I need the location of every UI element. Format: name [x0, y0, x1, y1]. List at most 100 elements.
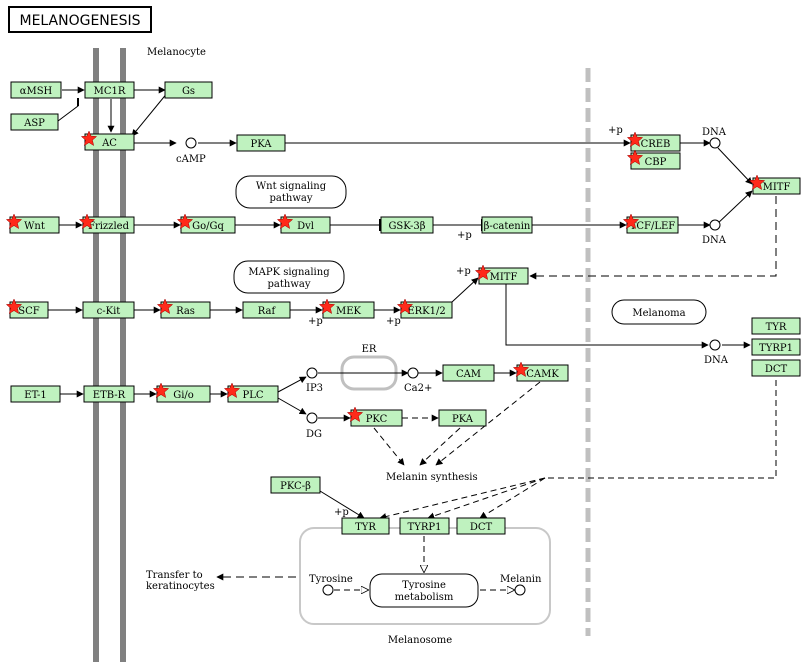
star-icon — [346, 406, 364, 423]
gene-mek[interactable]: MEK — [318, 298, 375, 319]
gene-ckit[interactable]: c-Kit — [82, 301, 135, 319]
gene-gs[interactable]: Gs — [164, 81, 213, 99]
gene-creb[interactable]: CREB — [626, 131, 681, 152]
gene-plc[interactable]: PLC — [223, 382, 279, 403]
gene-erk[interactable]: ERK1/2 — [396, 298, 453, 319]
gene-cbp[interactable]: CBP — [626, 149, 681, 170]
camp-node — [185, 137, 197, 149]
er-label: ER — [362, 344, 377, 355]
gene-mitf[interactable]: MITF — [748, 174, 801, 195]
gene-label-ckit: c-Kit — [97, 306, 121, 317]
svg-text:MELANOGENESIS: MELANOGENESIS — [19, 13, 140, 29]
gene-label-gsk: GSK-3β — [388, 221, 425, 232]
compounds — [185, 137, 721, 596]
gene-label-tyr: TYR — [355, 522, 376, 533]
gene-label-mitf2: MITF — [490, 272, 518, 283]
edges — [48, 86, 777, 590]
gene-label-cam: CAM — [456, 369, 481, 380]
gene-gio[interactable]: Gi/o — [152, 382, 211, 403]
gene-label-tyrp1_r: TYRP1 — [759, 343, 793, 354]
gene-camk[interactable]: CAMK — [512, 361, 569, 382]
gene-label-scf: SCF — [18, 306, 40, 317]
gene-pka2[interactable]: PKA — [438, 409, 487, 427]
gene-label-asp: ASP — [23, 118, 45, 129]
gene-raf[interactable]: Raf — [242, 301, 291, 319]
wnt-signaling-pathway-link[interactable]: Wnt signaling pathway — [235, 175, 347, 209]
diagram-title: MELANOGENESIS — [8, 6, 152, 33]
gene-label-et1: ET-1 — [24, 390, 46, 401]
gene-et1[interactable]: ET-1 — [10, 385, 61, 403]
gene-wnt[interactable]: Wnt — [5, 213, 60, 234]
gene-tyrp1_r[interactable]: TYRP1 — [751, 338, 801, 356]
melanin-label: Melanin — [500, 574, 542, 585]
star-icon — [626, 131, 644, 148]
ca-node — [407, 367, 419, 379]
compound-labels: cAMP DNA DNA DNA IP3 Ca2+ DG Tyrosine Me… — [146, 125, 729, 592]
tyrosine-metabolism-pathway-link[interactable]: Tyrosine metabolism — [369, 573, 479, 608]
gene-label-dvl: Dvl — [297, 221, 314, 232]
star-icon — [5, 298, 23, 315]
star-icon — [276, 213, 294, 230]
star-icon — [152, 382, 170, 399]
gene-label-erk: ERK1/2 — [407, 306, 445, 317]
gene-label-plc: PLC — [242, 390, 263, 401]
gene-bcat[interactable]: β-catenin — [481, 216, 533, 234]
gene-label-etbr: ETB-R — [93, 390, 126, 401]
gene-ac[interactable]: AC — [80, 130, 135, 151]
gene-label-gs: Gs — [182, 86, 195, 97]
gene-frizzled[interactable]: Frizzled — [78, 213, 135, 234]
svg-text:Wnt signaling: Wnt signaling — [256, 181, 327, 192]
svg-text:metabolism: metabolism — [395, 592, 454, 603]
gene-label-tyrp1: TYRP1 — [408, 522, 442, 533]
melanin-node — [514, 584, 526, 596]
transfer-label-2: keratinocytes — [146, 581, 215, 592]
gene-label-dct_r: DCT — [765, 364, 788, 375]
gene-scf[interactable]: SCF — [5, 298, 49, 319]
svg-text:pathway: pathway — [268, 279, 311, 290]
gene-label-ras: Ras — [176, 306, 195, 317]
camp-label: cAMP — [176, 154, 206, 165]
melanocyte-label: Melanocyte — [147, 47, 206, 58]
gene-label-dct: DCT — [470, 522, 493, 533]
gene-ras[interactable]: Ras — [156, 298, 211, 319]
gene-label-mek: MEK — [336, 306, 362, 317]
gene-amsh[interactable]: αMSH — [10, 81, 62, 99]
gene-label-cbp: CBP — [645, 157, 667, 168]
gene-tyrp1[interactable]: TYRP1 — [399, 517, 450, 535]
plus-p-creb: +p — [608, 125, 623, 136]
gene-pkc[interactable]: PKC — [346, 406, 403, 427]
gene-label-amsh: αMSH — [20, 86, 53, 97]
gene-dct_r[interactable]: DCT — [751, 359, 801, 377]
gene-label-goq: Go/Gq — [192, 221, 224, 232]
plus-p-mitf: +p — [456, 266, 471, 277]
ip3-label: IP3 — [306, 383, 323, 394]
gene-cam[interactable]: CAM — [442, 364, 495, 382]
gene-tyr[interactable]: TYR — [341, 517, 390, 535]
mapk-signaling-pathway-link[interactable]: MAPK signaling pathway — [233, 260, 345, 294]
star-icon — [223, 382, 241, 399]
dna-node-tcf — [709, 219, 721, 231]
star-icon — [318, 298, 336, 315]
gene-etbr[interactable]: ETB-R — [83, 385, 135, 403]
gene-tcf[interactable]: TCF/LEF — [622, 213, 679, 234]
gene-label-raf: Raf — [258, 306, 277, 317]
gene-mitf2[interactable]: MITF — [474, 264, 529, 285]
svg-text:MAPK signaling: MAPK signaling — [248, 267, 330, 278]
gene-dct[interactable]: DCT — [456, 517, 506, 535]
dna-label-creb: DNA — [702, 127, 727, 138]
gene-goq[interactable]: Go/Gq — [176, 213, 236, 234]
gene-tyr_r[interactable]: TYR — [751, 317, 801, 335]
gene-gsk[interactable]: GSK-3β — [380, 216, 434, 234]
melanoma-pathway-link[interactable]: Melanoma — [611, 299, 707, 325]
gene-asp[interactable]: ASP — [10, 113, 59, 131]
gene-pka[interactable]: PKA — [236, 134, 286, 152]
gene-dvl[interactable]: Dvl — [276, 213, 331, 234]
star-icon — [512, 361, 530, 378]
gene-label-tcf: TCF/LEF — [630, 221, 676, 232]
tyrosine-node — [322, 584, 334, 596]
transfer-label-1: Transfer to — [146, 570, 203, 581]
star-icon — [626, 149, 644, 166]
gene-mc1r[interactable]: MC1R — [84, 81, 135, 99]
gene-pkcb[interactable]: PKC-β — [270, 476, 321, 494]
